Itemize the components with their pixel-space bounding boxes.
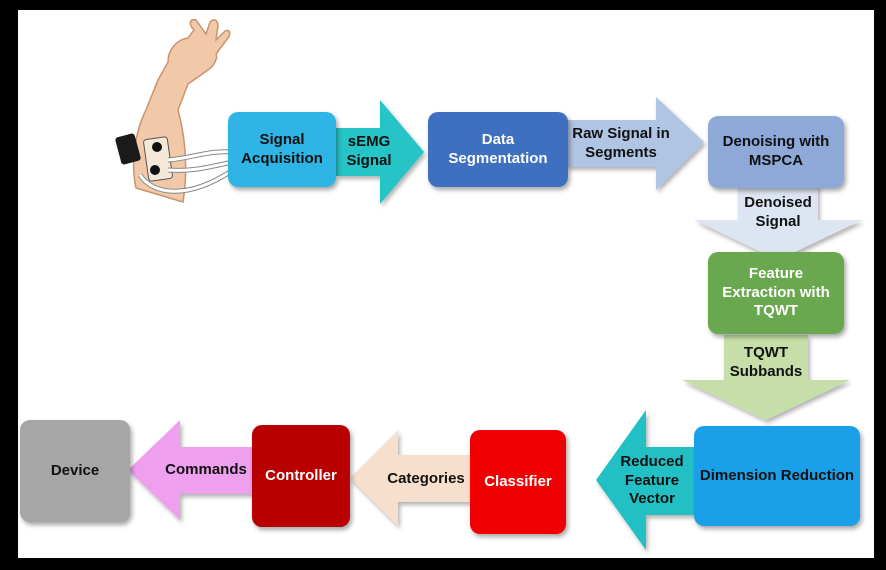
commands-label: Commands [165,460,247,478]
denoised-arrow [694,185,862,260]
denoised-signal-label: Denoised Signal [744,194,812,230]
device-box: Device [20,420,130,522]
raw-signal-label: Raw Signal in Segments [572,125,670,161]
signal-acquisition-box: Signal Acquisition [228,112,336,187]
diagram-canvas: Signal Acquisition Data Segmentation Den… [18,10,874,558]
semg-arrow [336,100,424,204]
tqwt-subbands-label: TQWT Subbands [729,344,803,380]
tqwt-arrow [682,335,850,420]
arm-with-electrodes-icon [115,18,235,203]
controller-box: Controller [252,425,350,527]
reduced-feature-vector-label: Reduced Feature Vector [620,452,684,508]
categories-label: Categories [387,469,465,487]
data-segmentation-box: Data Segmentation [428,112,568,187]
denoising-box: Denoising with MSPCA [708,116,844,188]
raw-signal-arrow [566,97,704,190]
dimension-reduction-box: Dimension Reduction [694,426,860,526]
flow-arrows [115,18,862,550]
commands-arrow [128,420,252,520]
categories-arrow [350,430,470,526]
semg-signal-label: sEMG Signal [346,133,392,169]
reduced-arrow [596,410,694,550]
feature-extraction-box: Feature Extraction with TQWT [708,252,844,334]
classifier-box: Classifier [470,430,566,534]
